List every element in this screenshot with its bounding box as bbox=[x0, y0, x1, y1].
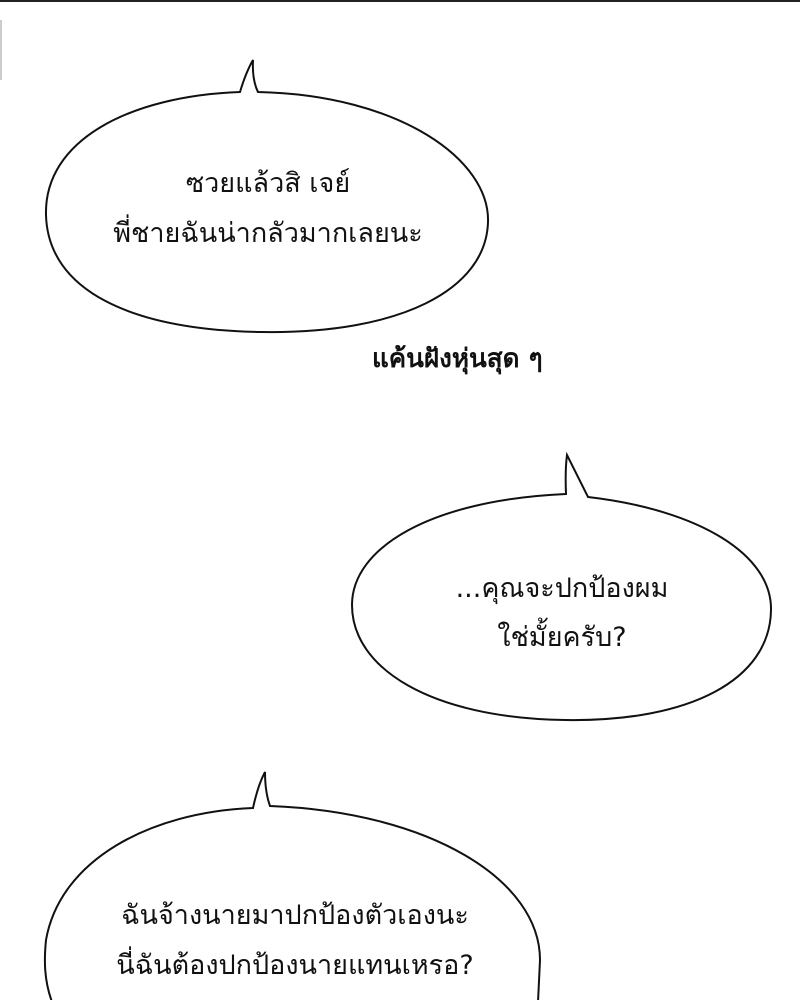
panel-border bbox=[0, 0, 800, 2]
bubble-2-line-2: ใช่มั้ยครับ? bbox=[497, 622, 627, 653]
speech-bubble-3 bbox=[43, 771, 542, 1000]
bubble-2-line-1: ...คุณจะปกป้องผม bbox=[455, 573, 669, 604]
bubble-3-line-1: ฉันจ้างนายมาปกป้องตัวเองนะ bbox=[121, 900, 469, 931]
speech-bubble-1 bbox=[44, 59, 490, 334]
speech-bubble-2 bbox=[350, 451, 773, 722]
bubble-1-line-1: ซวยแล้วสิ เจย์ bbox=[185, 168, 351, 199]
sound-effect-text: แค้นฝังหุ่นสุด ๆ bbox=[372, 344, 543, 374]
bubble-3-line-2: นี่ฉันต้องปกป้องนายแทนเหรอ? bbox=[116, 950, 474, 981]
panel-edge bbox=[0, 20, 2, 80]
bubble-1-line-2: พี่ชายฉันน่ากลัวมากเลยนะ bbox=[113, 218, 423, 249]
